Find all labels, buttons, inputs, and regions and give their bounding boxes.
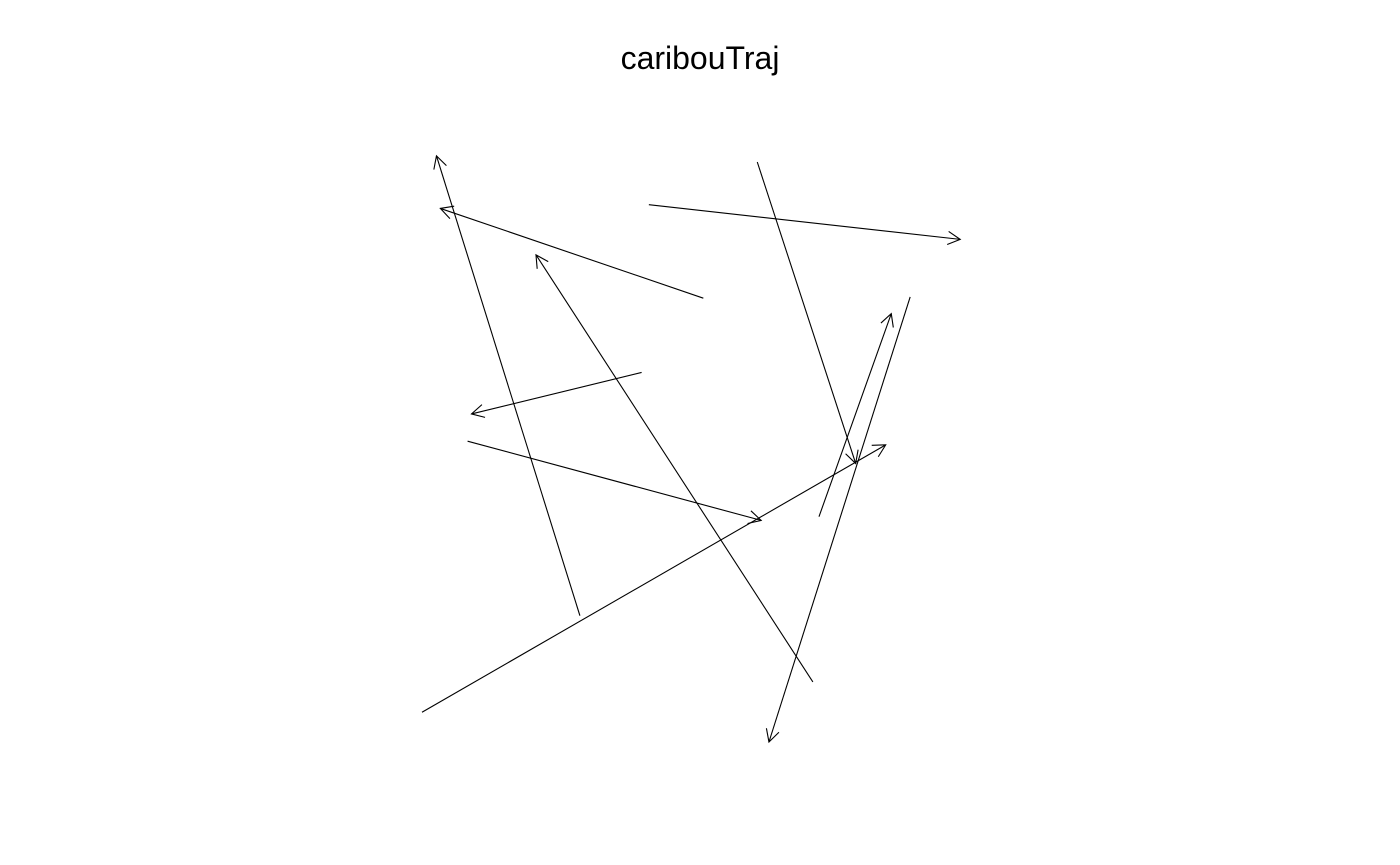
arrow-head: [946, 231, 962, 246]
arrow-head: [845, 449, 859, 465]
trajectory-segment: [648, 204, 961, 240]
arrow-head: [439, 205, 455, 220]
trajectory-arrow: [421, 444, 887, 713]
trajectory-arrow: [467, 440, 763, 525]
trajectory-segment: [471, 371, 642, 415]
trajectory-arrow: [756, 161, 859, 465]
trajectory-arrow: [439, 205, 704, 299]
trajectory-segment: [440, 207, 704, 299]
arrow-head: [433, 154, 447, 170]
trajectory-segment: [818, 313, 892, 517]
trajectory-segments: [421, 154, 962, 744]
arrow-head: [880, 312, 894, 328]
trajectory-segment: [535, 254, 814, 683]
trajectory-segment: [467, 440, 762, 521]
trajectory-segment: [768, 296, 911, 743]
trajectory-segment: [435, 155, 581, 616]
trajectory-segment: [756, 161, 857, 464]
trajectory-arrow: [818, 312, 894, 517]
arrow-head: [470, 404, 486, 418]
trajectory-arrow: [470, 371, 642, 418]
trajectory-arrow: [648, 204, 962, 246]
trajectory-segment: [421, 444, 886, 713]
arrow-head: [871, 444, 887, 458]
chart-title: caribouTraj: [620, 40, 780, 76]
arrow-head: [765, 728, 780, 744]
arrow-head: [535, 253, 549, 269]
trajectory-arrow: [765, 296, 911, 744]
trajectory-arrow: [433, 154, 581, 616]
trajectory-arrow: [535, 253, 814, 683]
